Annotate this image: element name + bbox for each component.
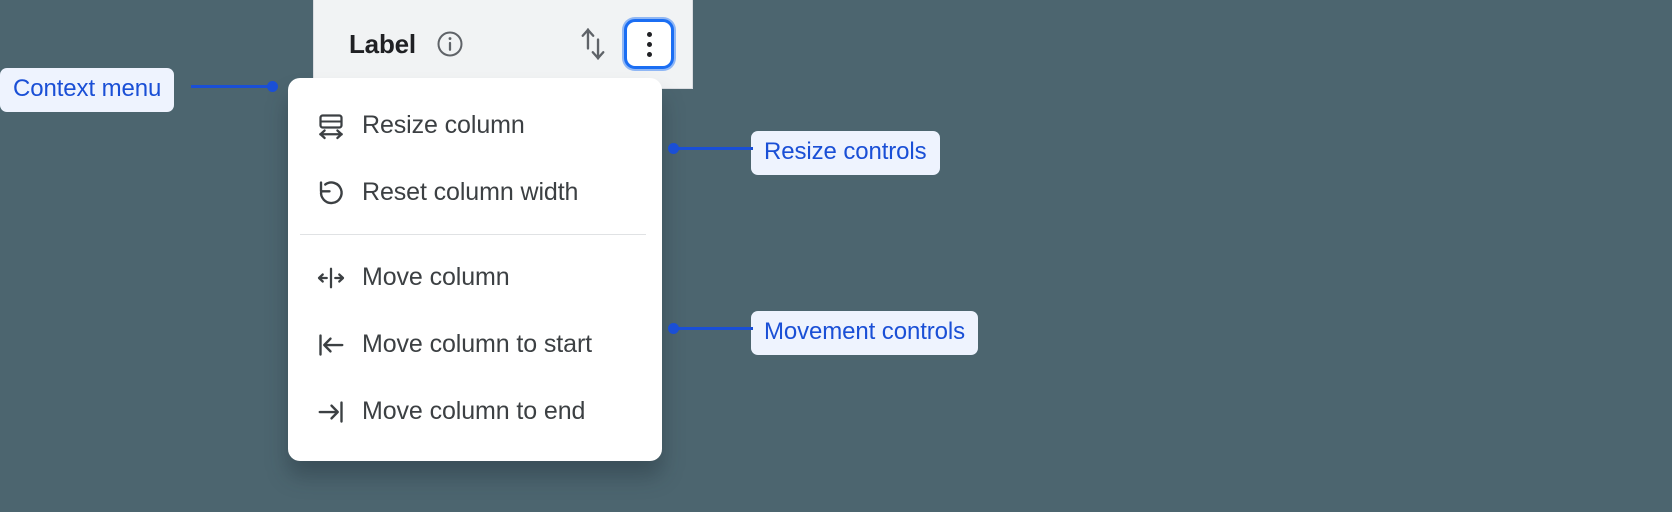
move-to-start-icon xyxy=(319,333,344,356)
annotation-leader-dot xyxy=(668,323,679,334)
sort-up-down-icon[interactable] xyxy=(576,25,610,63)
menu-item-move-column-to-start[interactable]: Move column to start xyxy=(288,311,662,378)
kebab-dot-1 xyxy=(646,31,652,37)
kebab-dot-3 xyxy=(646,51,652,57)
menu-item-label: Move column xyxy=(362,263,510,291)
menu-item-move-column-to-end[interactable]: Move column to end xyxy=(288,378,662,445)
annotation-resize-controls: Resize controls xyxy=(751,131,940,175)
menu-item-move-column[interactable]: Move column xyxy=(288,244,662,311)
menu-divider xyxy=(300,234,646,235)
kebab-dot-2 xyxy=(646,41,652,47)
reset-width-icon xyxy=(319,180,343,204)
menu-item-label: Move column to start xyxy=(362,330,593,358)
menu-item-label: Move column to end xyxy=(362,397,586,425)
annotation-movement-controls: Movement controls xyxy=(751,311,979,355)
move-to-end-icon xyxy=(318,400,343,423)
annotation-leader-dot xyxy=(267,81,278,92)
column-header: Label xyxy=(313,0,693,89)
annotation-leader-dot xyxy=(668,143,679,154)
menu-item-reset-column-width[interactable]: Reset column width xyxy=(288,159,662,226)
menu-item-resize-column[interactable]: Resize column xyxy=(288,92,662,159)
info-circle-icon[interactable] xyxy=(435,29,465,59)
annotation-context-menu: Context menu xyxy=(0,68,175,112)
column-overflow-menu-button[interactable] xyxy=(624,19,674,69)
move-column-icon xyxy=(317,267,345,288)
menu-item-label: Resize column xyxy=(362,111,525,139)
resize-column-icon xyxy=(319,113,343,139)
annotation-leader-line xyxy=(673,147,753,150)
annotation-leader-line xyxy=(191,85,271,88)
context-menu: Resize column Reset column width xyxy=(288,78,662,461)
page-title: Label xyxy=(349,28,416,59)
annotation-leader-line xyxy=(673,327,753,330)
menu-item-label: Reset column width xyxy=(362,178,579,206)
